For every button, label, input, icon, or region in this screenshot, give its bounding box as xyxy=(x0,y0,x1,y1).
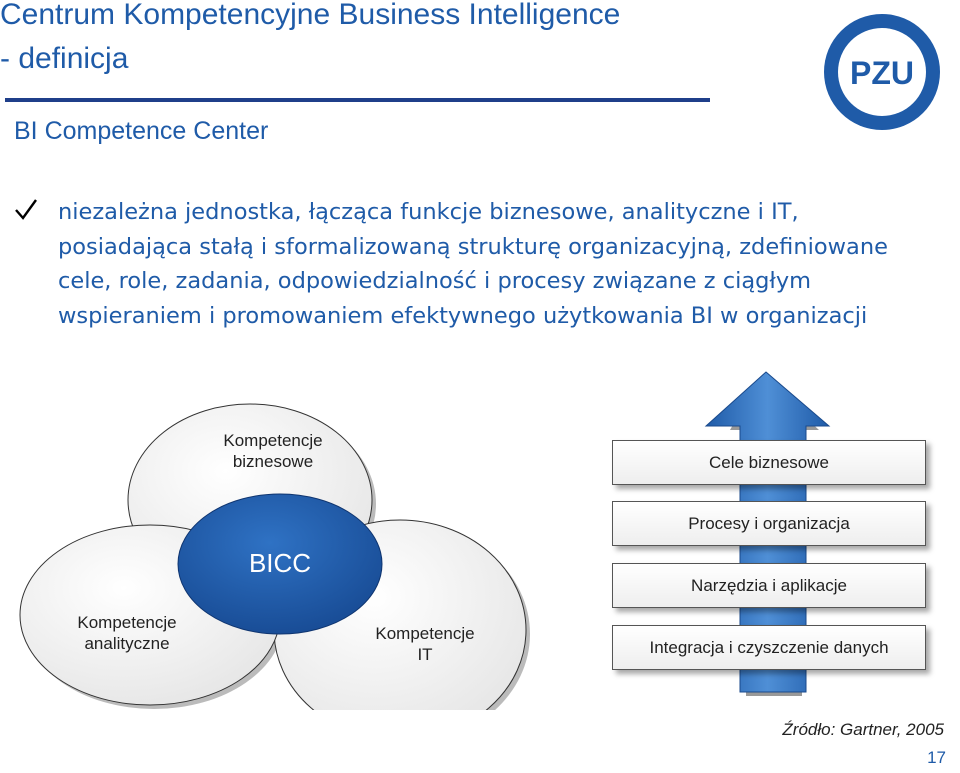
source-note: Źródło: Gartner, 2005 xyxy=(782,720,944,739)
page-number: 17 xyxy=(927,748,946,767)
bicc-label: BICC xyxy=(248,548,312,578)
bullet-line: wspieraniem i promowaniem efektywnego uż… xyxy=(58,303,868,329)
pzu-logo: PZU xyxy=(824,14,940,130)
bullet-line: posiadająca stałą i sformalizowaną struk… xyxy=(58,234,888,260)
bicc-center-circle xyxy=(177,493,383,635)
title-underline xyxy=(5,98,710,102)
box-data-integration: Integracja i czyszczenie danych xyxy=(612,625,926,670)
slide-subtitle: BI Competence Center xyxy=(14,117,269,145)
box-tools-applications: Narzędzia i aplikacje xyxy=(612,563,926,608)
box-processes-organization: Procesy i organizacja xyxy=(612,501,926,546)
slide-title-line1: Centrum Kompetencyjne Business Intellige… xyxy=(0,0,621,31)
bullet-line: niezależna jednostka, łącząca funkcje bi… xyxy=(58,199,799,225)
logo-text: PZU xyxy=(850,55,914,91)
bullet-line: cele, role, zadania, odpowiedzialność i … xyxy=(58,268,812,294)
checkmark-icon xyxy=(15,199,37,220)
slide-title-line2: - definicja xyxy=(0,42,129,75)
box-business-goals: Cele biznesowe xyxy=(612,440,926,485)
